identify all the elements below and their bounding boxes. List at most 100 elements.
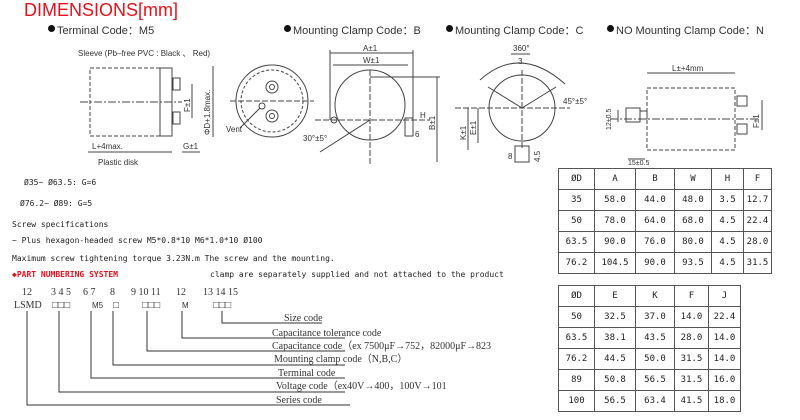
cell: 31.5 — [674, 369, 709, 391]
cell: 50.8 — [594, 369, 636, 391]
l-n-label: L±+4mm — [672, 64, 704, 73]
cell: 44.0 — [635, 189, 675, 211]
header-cell: F — [743, 168, 772, 190]
cell: 90.0 — [635, 252, 675, 274]
bullet-icon — [48, 25, 55, 32]
tolerance-m: M — [182, 301, 189, 310]
f-label: F±1 — [183, 98, 192, 112]
terminal-m5: M5 — [92, 301, 104, 310]
cell: 38.1 — [594, 327, 636, 349]
pos-1-2: 12 — [22, 287, 32, 298]
cell: 41.5 — [674, 390, 709, 412]
cell: 104.5 — [594, 252, 636, 274]
terminal-end-view: Vent — [226, 64, 314, 138]
angle-c-bottom: 3 — [518, 57, 523, 66]
section-clamp-c: Mounting Clamp Code：C — [446, 25, 583, 38]
cell: 89 — [558, 369, 595, 391]
cell: 50.0 — [635, 348, 675, 370]
note-screw-title: Screw specifications — [12, 220, 109, 229]
capacitance-boxes: □□□ — [142, 300, 160, 311]
cell: 50 — [558, 210, 595, 232]
cell: 63.5 — [558, 327, 595, 349]
cell: 58.0 — [594, 189, 636, 211]
w-label: W±1 — [363, 56, 380, 65]
pos-6-7: 6 7 — [83, 287, 96, 298]
header-cell: H — [711, 168, 744, 190]
cell: 22.4 — [743, 210, 772, 232]
clamp-b-drawing: A±1 W±1 H B±1 6 30°±5° — [303, 44, 440, 165]
cell: 76.0 — [635, 231, 675, 253]
section-label: Mounting Clamp Code：C — [455, 25, 584, 37]
pos-12: 12 — [176, 287, 186, 298]
label-tolerance-code: Capacitance tolerance code — [272, 328, 382, 339]
cell: 76.2 — [558, 348, 595, 370]
cell: 44.5 — [594, 348, 636, 370]
plastic-disk-label: Plastic disk — [98, 158, 139, 167]
header-cell: K — [635, 285, 675, 307]
six-label: 6 — [415, 130, 420, 139]
clamp-box: □ — [113, 300, 119, 311]
sleeve-label: Sleeve (Pb–free PVC : Black 、 Red) — [78, 49, 210, 58]
part-numbering-diagram: 12 3 4 5 6 7 8 9 10 11 12 13 14 15 LSMD … — [14, 287, 491, 406]
cell: 64.0 — [635, 210, 675, 232]
header-cell: F — [674, 285, 709, 307]
eight-label: 8 — [508, 152, 513, 161]
cell: 90.0 — [594, 231, 636, 253]
label-mounting-code: Mounting clamp code（N,B,C） — [274, 353, 407, 365]
vent-label: Vent — [226, 125, 243, 134]
label-series-code: Series code — [276, 395, 322, 406]
header-cell: J — [708, 285, 741, 307]
fifteen-label: 15±0.5 — [628, 160, 649, 167]
cell: 35 — [558, 189, 595, 211]
clamp-c-drawing: 360° 3 45°±5° K±1 E±1 8 4.5 — [455, 44, 587, 163]
b-label: B±1 — [428, 115, 437, 130]
cell: 100 — [558, 390, 595, 412]
section-label: NO Mounting Clamp Code：N — [616, 25, 764, 37]
cell: 28.0 — [674, 327, 709, 349]
twelve-label: 12±0.5 — [606, 109, 613, 130]
f-n-label: F±1 — [752, 114, 761, 128]
clamp-n-drawing: L±+4mm 12±0.5 15±0.5 F±1 — [606, 64, 763, 167]
header-cell: B — [635, 168, 675, 190]
cell: 56.5 — [594, 390, 636, 412]
cell: 50 — [558, 306, 595, 328]
size-boxes: □□□ — [213, 300, 231, 311]
part-numbering-heading: ◆PART NUMBERING SYSTEM — [12, 270, 118, 279]
note-torque: Maximum screw tightening torque 3.23N.m … — [12, 254, 335, 263]
bullet-icon — [607, 25, 614, 32]
header-cell: E — [594, 285, 636, 307]
header-cell: ØD — [558, 285, 595, 307]
cell: 63.4 — [635, 390, 675, 412]
cell: 32.5 — [594, 306, 636, 328]
section-label: Mounting Clamp Code：B — [293, 25, 421, 37]
note-g2: Ø76.2~ Ø89: G=5 — [20, 199, 93, 208]
header-cell: W — [674, 168, 712, 190]
cell: 14.0 — [708, 348, 741, 370]
prefix: LSMD — [14, 300, 42, 311]
cell: 68.0 — [674, 210, 712, 232]
label-size-code: Size code — [284, 313, 323, 324]
header-cell: ØD — [558, 168, 595, 190]
section-clamp-n: NO Mounting Clamp Code：N — [607, 25, 764, 38]
pos-8: 8 — [110, 287, 115, 298]
label-voltage-code: Voltage code（ex40V→400，100V→101 — [276, 380, 447, 392]
pos-3-5: 3 4 5 — [51, 287, 71, 298]
k-label: K±1 — [459, 125, 468, 140]
cell: 43.5 — [635, 327, 675, 349]
cell: 56.5 — [635, 369, 675, 391]
diameter-label: ΦD+1.8max. — [203, 90, 212, 135]
cell: 28.0 — [743, 231, 772, 253]
header-cell: A — [594, 168, 636, 190]
cell: 48.0 — [674, 189, 712, 211]
